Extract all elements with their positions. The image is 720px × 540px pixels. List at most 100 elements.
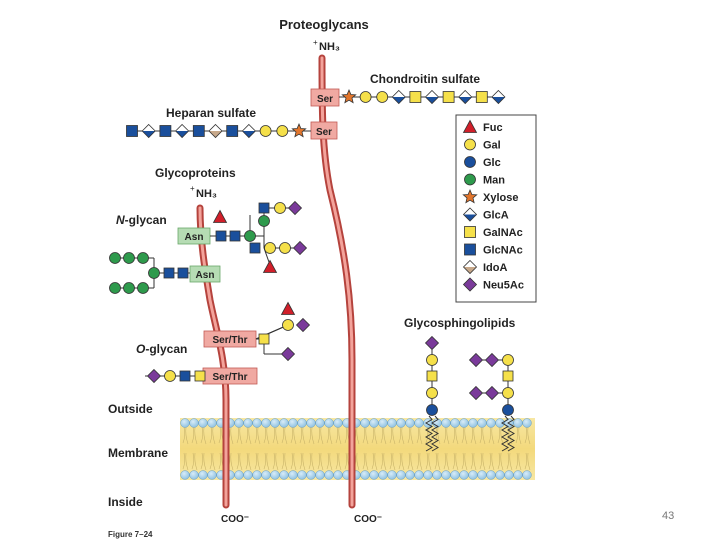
- yellow-circle-icon: [426, 387, 438, 399]
- yellow-circle-icon: [264, 242, 276, 254]
- red-triangle-icon: [262, 259, 278, 273]
- blue-square-icon: [215, 230, 227, 242]
- ser-thr-residue-upper: Ser/Thr: [212, 335, 247, 346]
- membrane-label: Membrane: [108, 446, 168, 460]
- coo-terminal-glycoprotein: COO⁻: [221, 514, 249, 525]
- yellow-square-icon: [258, 333, 270, 345]
- heparan-sulfate-chain: [126, 122, 307, 139]
- red-triangle-icon: [212, 209, 228, 223]
- blue-circle-icon: [502, 404, 514, 416]
- yellow-circle-icon: [274, 202, 286, 214]
- yellow-circle-icon: [279, 242, 291, 254]
- green-circle-icon: [137, 282, 149, 294]
- legend-label-fuc: Fuc: [483, 122, 503, 134]
- ser-thr-residue-lower: Ser/Thr: [212, 372, 247, 383]
- ser-residue-chondroitin: Ser: [317, 94, 333, 105]
- glycan-sugar-residues: [109, 200, 514, 416]
- tan-white-diamond-icon: [462, 259, 478, 275]
- green-circle-icon: [258, 215, 270, 227]
- yellow-square-icon: [475, 91, 488, 103]
- yellow-square-icon: [442, 91, 455, 103]
- plus-charge-top: +: [313, 38, 318, 47]
- plus-charge-glycoprotein: +: [190, 184, 195, 193]
- tan-white-diamond-icon: [208, 123, 223, 139]
- nh3-terminal-top: NH₃: [319, 41, 340, 53]
- lipid-bilayer: [180, 418, 535, 480]
- figure-caption: Figure 7–24: [108, 530, 153, 539]
- blue-square-icon: [126, 125, 138, 137]
- glycoprotein-polypeptide: [196, 204, 230, 509]
- ceramide-tails: [425, 415, 515, 452]
- blue-white-diamond-icon: [462, 207, 478, 222]
- purple-diamond-icon: [280, 346, 296, 362]
- legend-label-glca: GlcA: [483, 210, 509, 222]
- yellow-circle-icon: [376, 91, 389, 103]
- legend-label-idoa: IdoA: [483, 262, 507, 274]
- asn-residue-lower: Asn: [196, 270, 215, 281]
- blue-square-icon: [249, 242, 261, 254]
- ser-residue-heparan: Ser: [316, 127, 332, 138]
- diagram-title: Proteoglycans: [279, 17, 369, 32]
- yellow-circle-icon: [359, 91, 372, 103]
- page-number: 43: [662, 510, 675, 522]
- yellow-square-icon: [409, 91, 422, 103]
- orange-star-icon: [291, 122, 307, 138]
- legend-label-glc: Glc: [483, 157, 501, 169]
- yellow-square-icon: [426, 370, 438, 382]
- blue-circle-icon: [464, 156, 476, 168]
- blue-square-icon: [177, 267, 189, 279]
- blue-white-diamond-icon: [424, 89, 440, 105]
- yellow-circle-icon: [259, 125, 272, 137]
- orange-star-icon: [341, 88, 357, 104]
- sugar-legend: FucGalGlcManXyloseGlcAGalNAcGlcNAcIdoANe…: [462, 119, 524, 292]
- legend-label-gal: Gal: [483, 140, 501, 152]
- inside-label: Inside: [108, 495, 143, 509]
- yellow-square-icon: [502, 370, 514, 382]
- chondroitin-sulfate-label: Chondroitin sulfate: [370, 72, 480, 86]
- nh3-terminal-glycoprotein: NH₃: [196, 188, 217, 200]
- blue-white-diamond-icon: [458, 89, 473, 105]
- blue-white-diamond-icon: [241, 123, 256, 139]
- purple-diamond-icon: [146, 368, 162, 384]
- blue-square-icon: [159, 125, 172, 137]
- glycosphingolipids-label: Glycosphingolipids: [404, 316, 516, 330]
- n-glycan-label: N-glycan: [116, 213, 167, 227]
- yellow-circle-icon: [502, 387, 514, 399]
- yellow-circle-icon: [276, 125, 289, 137]
- yellow-circle-icon: [282, 319, 294, 331]
- purple-diamond-icon: [295, 317, 311, 333]
- blue-square-icon: [163, 267, 175, 279]
- chondroitin-sulfate-chain: [341, 88, 506, 105]
- yellow-square-icon: [194, 370, 206, 382]
- red-triangle-icon: [280, 301, 296, 315]
- green-circle-icon: [464, 173, 476, 186]
- purple-diamond-icon: [287, 200, 303, 216]
- blue-white-diamond-icon: [141, 123, 156, 139]
- purple-diamond-icon: [462, 277, 478, 292]
- legend-label-man: Man: [483, 175, 505, 187]
- blue-white-diamond-icon: [175, 123, 190, 139]
- yellow-circle-icon: [464, 138, 476, 151]
- green-circle-icon: [123, 252, 135, 264]
- purple-diamond-icon: [484, 352, 500, 368]
- blue-square-icon: [179, 370, 191, 382]
- red-triangle-icon: [462, 119, 478, 133]
- yellow-circle-icon: [502, 354, 514, 366]
- green-circle-icon: [244, 230, 256, 242]
- blue-white-diamond-icon: [491, 89, 506, 105]
- coo-terminal-proteoglycan: COO⁻: [354, 514, 382, 525]
- green-circle-icon: [123, 282, 135, 294]
- yellow-circle-icon: [164, 370, 176, 382]
- legend-label-neu5ac: Neu5Ac: [483, 280, 524, 292]
- purple-diamond-icon: [292, 240, 308, 256]
- purple-diamond-icon: [468, 385, 484, 401]
- blue-circle-icon: [426, 404, 438, 416]
- green-circle-icon: [148, 267, 160, 279]
- blue-square-icon: [464, 243, 476, 256]
- green-circle-icon: [137, 252, 149, 264]
- blue-square-icon: [226, 125, 239, 137]
- o-glycan-label: O-glycan: [136, 342, 187, 356]
- heparan-sulfate-label: Heparan sulfate: [166, 106, 256, 120]
- asn-residue-upper: Asn: [185, 232, 204, 243]
